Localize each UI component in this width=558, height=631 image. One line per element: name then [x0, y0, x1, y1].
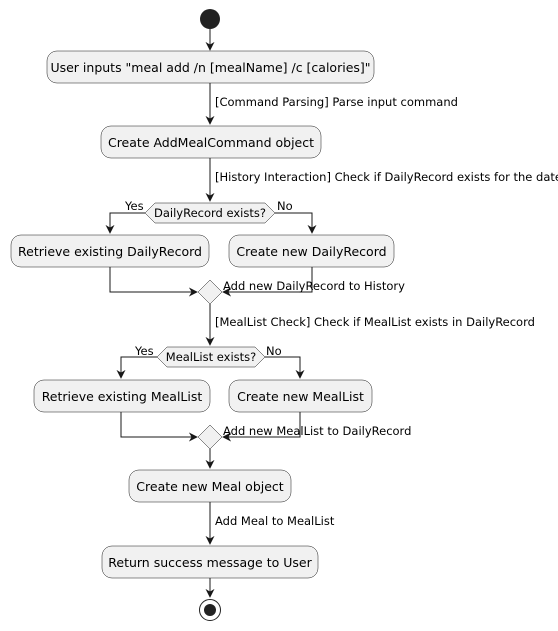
activity-create-meallist-label: Create new MealList [237, 389, 364, 404]
activity-create-meal: Create new Meal object [128, 469, 292, 503]
activity-create-command: Create AddMealCommand object [100, 125, 322, 159]
activity-retrieve-meallist: Retrieve existing MealList [33, 379, 211, 413]
edge-label-parse: [Command Parsing] Parse input command [215, 95, 458, 109]
activity-create-command-label: Create AddMealCommand object [108, 135, 314, 150]
decision-meallist-exists-label: MealList exists? [166, 350, 256, 364]
branch-yes-daily: Yes [124, 199, 144, 213]
activity-retrieve-meallist-label: Retrieve existing MealList [42, 389, 203, 404]
activity-create-daily: Create new DailyRecord [228, 234, 395, 268]
activity-user-input: User inputs "meal add /n [mealName] /c [… [46, 50, 375, 84]
activity-return-success: Return success message to User [101, 545, 319, 579]
merge-diamond-2 [197, 424, 223, 450]
activity-create-daily-label: Create new DailyRecord [236, 244, 386, 259]
edge-label-meallist-check: [MealList Check] Check if MealList exist… [215, 315, 535, 329]
activity-create-meallist: Create new MealList [228, 379, 373, 413]
edge-label-history-check: [History Interaction] Check if DailyReco… [215, 170, 558, 184]
activity-user-input-label: User inputs "meal add /n [mealName] /c [… [50, 60, 370, 75]
decision-daily-exists-label: DailyRecord exists? [154, 206, 266, 220]
activity-return-success-label: Return success message to User [108, 555, 312, 570]
edge-label-add-daily: Add new DailyRecord to History [223, 279, 405, 293]
start-node [200, 9, 220, 29]
activity-retrieve-daily: Retrieve existing DailyRecord [10, 234, 210, 268]
end-node-inner [204, 604, 216, 616]
merge-diamond-1 [197, 279, 223, 305]
edge-label-add-meal: Add Meal to MealList [215, 514, 335, 528]
activity-create-meal-label: Create new Meal object [136, 479, 284, 494]
branch-no-meallist: No [266, 344, 282, 358]
activity-retrieve-daily-label: Retrieve existing DailyRecord [18, 244, 202, 259]
edge-label-add-meallist: Add new MealList to DailyRecord [223, 424, 411, 438]
branch-no-daily: No [277, 199, 293, 213]
branch-yes-meallist: Yes [134, 344, 154, 358]
